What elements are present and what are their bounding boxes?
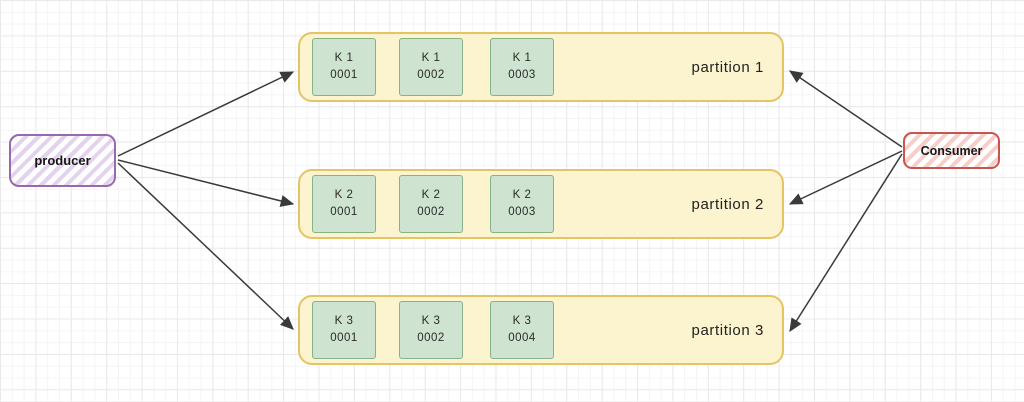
producer-to-partition-2-arrow — [117, 159, 295, 207]
message-offset: 0002 — [417, 332, 445, 344]
message-key: K 2 — [334, 189, 354, 202]
message-offset: 0001 — [330, 332, 358, 344]
message-offset: 0002 — [417, 69, 445, 81]
consumer-to-partition-1-arrow — [789, 70, 903, 148]
consumer-to-partition-3-arrow — [789, 153, 903, 333]
message-key: K 2 — [512, 189, 532, 202]
producer-label: producer — [34, 153, 91, 168]
partition-1-label: partition 1 — [691, 58, 764, 76]
consumer-node: Consumer — [903, 132, 1000, 169]
message-key: K 2 — [421, 189, 441, 202]
message-key: K 1 — [421, 52, 441, 65]
message-key: K 3 — [512, 315, 532, 328]
message-key: K 3 — [334, 315, 354, 328]
message-offset: 0004 — [508, 332, 536, 344]
consumer-label: Consumer — [920, 143, 983, 158]
message-block: K 1 0003 — [490, 38, 554, 96]
message-block: K 3 0001 — [312, 301, 376, 359]
producer-node: producer — [9, 134, 116, 187]
partition-3: K 3 0001 K 3 0002 K 3 0004 partition 3 — [298, 295, 784, 365]
message-block: K 1 0001 — [312, 38, 376, 96]
message-key: K 3 — [421, 315, 441, 328]
message-block: K 3 0004 — [490, 301, 554, 359]
partition-2-label: partition 2 — [691, 195, 764, 213]
message-offset: 0003 — [508, 206, 536, 218]
producer-to-partition-3-arrow — [117, 162, 294, 330]
message-offset: 0001 — [330, 206, 358, 218]
message-block: K 1 0002 — [399, 38, 463, 96]
message-block: K 2 0001 — [312, 175, 376, 233]
consumer-to-partition-2-arrow — [788, 150, 903, 205]
message-block: K 2 0002 — [399, 175, 463, 233]
message-block: K 3 0002 — [399, 301, 463, 359]
partition-3-label: partition 3 — [691, 321, 764, 339]
message-offset: 0002 — [417, 206, 445, 218]
message-offset: 0001 — [330, 69, 358, 81]
message-offset: 0003 — [508, 69, 536, 81]
partition-1: K 1 0001 K 1 0002 K 1 0003 partition 1 — [298, 32, 784, 102]
partition-2: K 2 0001 K 2 0002 K 2 0003 partition 2 — [298, 169, 784, 239]
producer-to-partition-1-arrow — [117, 71, 295, 157]
message-key: K 1 — [512, 52, 532, 65]
message-block: K 2 0003 — [490, 175, 554, 233]
message-key: K 1 — [334, 52, 354, 65]
